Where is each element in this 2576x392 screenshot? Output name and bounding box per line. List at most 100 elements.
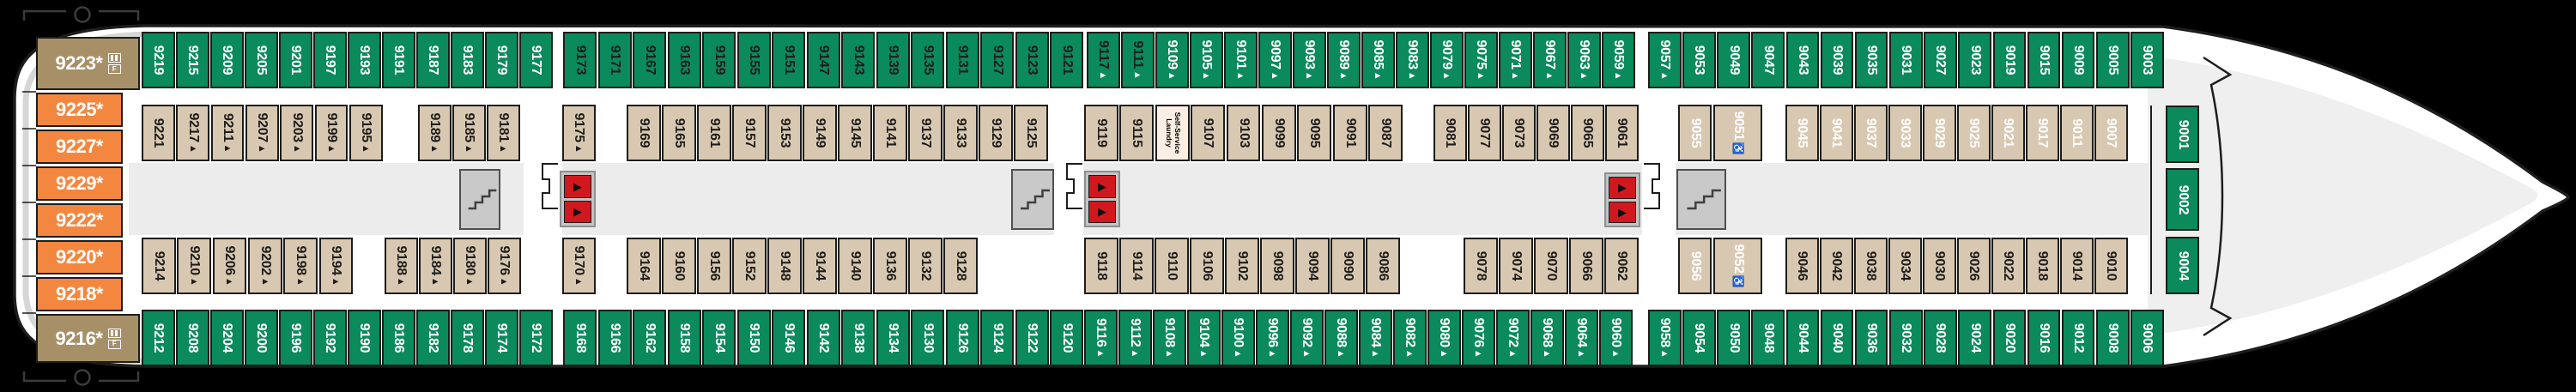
cabin-number: 9132 <box>918 250 933 281</box>
cabin-number: 9062 <box>1614 250 1629 281</box>
cabin-9032: 9032 <box>1889 310 1923 366</box>
cabin-number: 9211▲ <box>220 112 235 154</box>
connecting-triangle-icon: ▲ <box>1473 348 1484 359</box>
cabin-number: 9181▲ <box>496 112 512 154</box>
cabin-number: 9169 <box>636 118 652 148</box>
cabin-number: 9023 <box>1967 45 1983 75</box>
cabin-9053: 9053 <box>1682 32 1716 88</box>
cabin-number: 9039 <box>1830 45 1846 75</box>
cabin-9110: 9110 <box>1155 238 1189 294</box>
cabin-number: 9154 <box>712 323 727 353</box>
cabin-9059: 9059▲ <box>1602 32 1635 88</box>
cabin-number: 9139 <box>886 45 900 75</box>
cabin-9028: 9028 <box>1924 310 1957 366</box>
connecting-triangle-icon: ▲ <box>326 143 337 154</box>
cabin-9133: 9133 <box>943 105 978 161</box>
cabin-9152: 9152 <box>732 238 767 294</box>
cabin-9040: 9040 <box>1820 310 1854 366</box>
cabin-number: 9118 <box>1094 251 1109 280</box>
bow-inner-curve <box>2203 56 2233 337</box>
cabin-number: 9119 <box>1094 118 1109 148</box>
upper-berth-icon <box>107 53 121 63</box>
cabin-number: 9147 <box>816 45 831 75</box>
elevator-icon: ▶ <box>1609 177 1636 199</box>
cabin-number: 9161 <box>706 118 722 148</box>
elevator-icon: ▶ <box>1088 175 1116 198</box>
cabin-number: 9066 <box>1579 250 1594 281</box>
berth-icons: F <box>107 328 121 349</box>
cabin-9166: 9166 <box>597 310 632 366</box>
cabin-number: 9043 <box>1795 45 1810 75</box>
cabin-number: 9065 <box>1580 118 1596 148</box>
cabin-9066: 9066 <box>1569 238 1603 294</box>
cabin-9163: 9163 <box>667 32 701 88</box>
cabin-number: 9045 <box>1795 118 1810 148</box>
cabin-number: 9067▲ <box>1543 39 1558 81</box>
cabin-number: 9059▲ <box>1611 39 1627 81</box>
cabin-number: 9026 <box>1967 250 1982 281</box>
cabin-9050: 9050 <box>1717 310 1750 366</box>
cabin-9079: 9079▲ <box>1430 32 1464 88</box>
elevator-arrow: ▶ <box>1618 181 1627 195</box>
cabin-9151: 9151 <box>772 32 805 88</box>
connecting-triangle-icon: ▲ <box>464 276 476 286</box>
cabin-number: 9178 <box>460 323 476 353</box>
connecting-triangle-icon: ▲ <box>295 276 306 286</box>
elevator-arrow: ▶ <box>1618 205 1627 219</box>
cabin-9147: 9147 <box>806 32 840 88</box>
cabin-9148: 9148 <box>767 238 802 294</box>
cabin-number: 9168 <box>573 323 588 353</box>
cabin-number: 9017 <box>2035 118 2051 148</box>
cabin-number: 9080▲ <box>1437 317 1452 359</box>
cabin-9023: 9023 <box>1958 32 1991 88</box>
cabin-number: 9038 <box>1864 250 1879 281</box>
cabin-number: 9047 <box>1761 45 1776 75</box>
cabin-number: 9093▲ <box>1302 39 1318 81</box>
cabin-number: 9125 <box>1023 118 1039 148</box>
cabin-number: 9182 <box>426 323 441 353</box>
cabin-number: 9121 <box>1059 45 1075 75</box>
connecting-triangle-icon: ▲ <box>1304 70 1315 81</box>
cabin-number: 9167 <box>642 45 658 75</box>
cabin-9174: 9174 <box>485 310 518 366</box>
cabin-number: 9174 <box>494 323 510 353</box>
cabin-9068: 9068▲ <box>1530 310 1564 366</box>
cabin-9042: 9042 <box>1820 238 1853 294</box>
cabin-9002: 9002 <box>2166 168 2199 231</box>
cabin-number: 9144 <box>812 250 827 281</box>
connecting-triangle-icon: ▲ <box>188 143 199 154</box>
connecting-triangle-icon: ▲ <box>1130 348 1141 359</box>
connecting-triangle-icon: ▲ <box>1301 348 1312 359</box>
cabin-9165: 9165 <box>662 105 696 161</box>
cabin-number: 9058▲ <box>1658 317 1673 359</box>
cabin-number: 9028 <box>1933 323 1949 353</box>
cabin-number: 9217▲ <box>185 112 201 154</box>
cabin-number: 9212 <box>151 323 167 353</box>
cabin-9121: 9121 <box>1050 32 1083 88</box>
cabin-number: 9085▲ <box>1371 39 1386 81</box>
connecting-triangle-icon: ▲ <box>1610 348 1621 359</box>
cabin-9180: 9180▲ <box>453 238 487 294</box>
cabin-9182: 9182 <box>416 310 450 366</box>
cabin-9089: 9089▲ <box>1327 32 1361 88</box>
cabin-number: 9082▲ <box>1403 317 1418 359</box>
connecting-triangle-icon: ▲ <box>464 143 475 154</box>
connecting-triangle-icon: ▲ <box>222 143 233 154</box>
cabin-9140: 9140 <box>838 238 872 294</box>
cabin-number: 9153 <box>777 118 792 148</box>
elevator-arrow: ▶ <box>573 179 582 193</box>
cabin-9105: 9105▲ <box>1190 32 1223 88</box>
cabin-number: 9192 <box>323 323 338 353</box>
cabin-9037: 9037 <box>1854 105 1888 161</box>
cabin-number: 9179 <box>494 45 510 75</box>
cabin-9102: 9102 <box>1225 238 1259 294</box>
cabin-9207: 9207▲ <box>245 105 279 161</box>
cabin-9052: 9052♿ <box>1713 238 1762 294</box>
connecting-triangle-icon: ▲ <box>1659 70 1670 81</box>
cabin-9122: 9122 <box>1015 310 1049 366</box>
cabin-9031: 9031 <box>1889 32 1923 88</box>
connecting-triangle-icon: ▲ <box>1579 70 1590 81</box>
cabin-number: 9185▲ <box>462 112 477 154</box>
cabin-9093: 9093▲ <box>1293 32 1326 88</box>
